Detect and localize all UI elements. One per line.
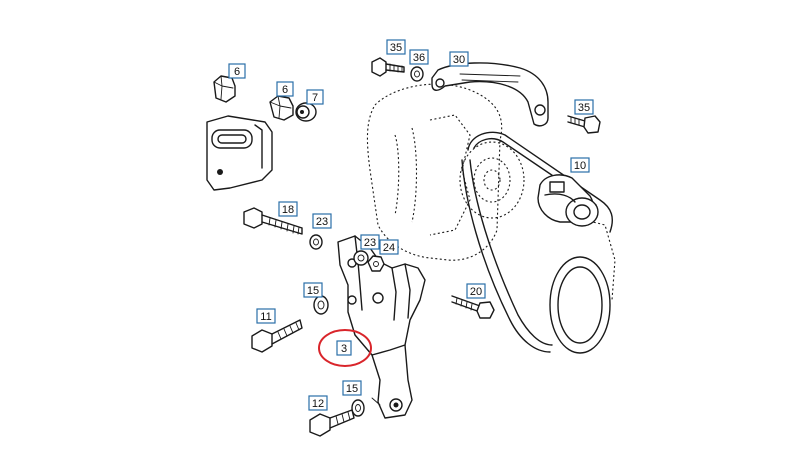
callout-label-text: 23 [364,237,376,249]
callout-label-text: 23 [316,216,328,228]
washer-7 [295,102,317,122]
highlight-ellipse [318,329,372,367]
bolt-18 [243,207,303,235]
bolt-12 [309,409,355,437]
callout-label-text: 6 [282,84,288,96]
callout-label: 11 [256,308,276,324]
drive-belt [461,131,616,354]
callout-label: 15 [342,380,362,396]
callout-label-text: 7 [312,92,318,104]
bolt-11 [251,319,303,353]
callout-label: 24 [379,239,399,255]
callout-label-text: 11 [260,311,271,323]
callout-label-text: 12 [312,398,324,410]
bolt-35-right [567,115,601,134]
callout-label-text: 10 [574,160,586,172]
adjusting-strap [431,62,549,127]
callout-label: 10 [570,157,590,173]
washer-15-upper [313,295,329,315]
callout-label: 18 [278,201,298,217]
callout-label: 23 [360,234,380,250]
callout-label-text: 20 [470,286,482,298]
nut-24 [367,255,385,272]
callout-label-text: 35 [390,42,402,54]
callout-label: 7 [306,89,324,105]
bolt-20 [451,295,495,319]
bolt-35-top [371,57,405,77]
callout-label: 12 [308,395,328,411]
callout-label-text: 36 [413,52,425,64]
washer-23-bracket [353,250,369,266]
callout-label: 35 [574,99,594,115]
callout-label-text: 24 [383,242,395,254]
tensioner-10 [537,174,599,227]
callout-label: 20 [466,283,486,299]
engine-mount-block [206,115,273,191]
callout-label: 15 [303,282,323,298]
callout-label: 30 [449,51,469,67]
callout-label-text: 6 [234,66,240,78]
callout-label: 6 [228,63,246,79]
callout-label-text: 35 [578,102,590,114]
nut-6-middle [269,95,294,121]
washer-15-lower [351,399,365,417]
callout-label: 3 [336,340,352,356]
callout-label: 35 [386,39,406,55]
callout-label: 23 [312,213,332,229]
callout-label: 36 [409,49,429,65]
nut-6-top [213,75,236,103]
callout-label-text: 3 [341,343,347,355]
callout-label: 6 [276,81,294,97]
mounting-bracket-3 [337,235,426,419]
callout-label-text: 15 [346,383,358,395]
washer-36 [410,66,424,82]
alternator [366,83,525,261]
callout-label-text: 30 [453,54,465,66]
callout-label-text: 18 [282,204,294,216]
callout-label-text: 15 [307,285,319,297]
washer-23-left [309,234,323,250]
